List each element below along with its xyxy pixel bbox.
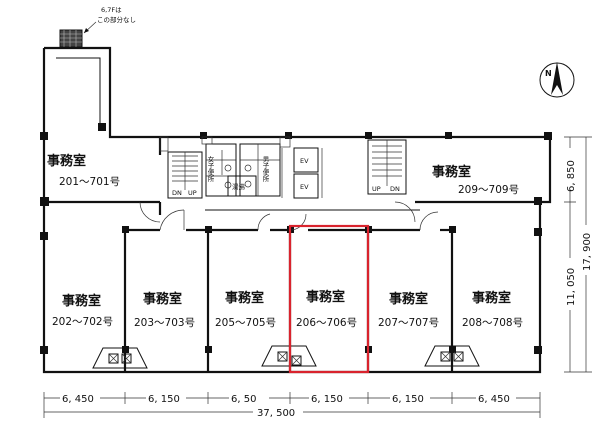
svg-text:202～702号: 202～702号 <box>52 316 113 328</box>
svg-text:事務室: 事務室 <box>306 289 345 305</box>
dim-bottom-5: 6, 150 <box>392 394 424 405</box>
kitchenette-label: 湯沸 <box>232 182 246 191</box>
floor-note: 6,7Fは この部分なし <box>83 6 136 34</box>
dim-bottom-3: 6, 50 <box>231 394 256 405</box>
mens-toilet: 男子便所 <box>239 143 281 197</box>
core-area: DN UP 女子便所 湯沸 男子便所 EV EV <box>159 136 407 199</box>
dim-right-total: 17, 900 <box>582 233 593 271</box>
mens-wc-label: 男子便所 <box>261 156 269 184</box>
compass-letter: N <box>545 69 552 78</box>
north-compass-icon: N <box>539 62 575 98</box>
room-203[interactable]: 事務室 203～703号 <box>134 291 195 329</box>
note-line2: この部分なし <box>97 15 136 24</box>
svg-text:201～701号: 201～701号 <box>59 176 120 188</box>
dim-bottom-1: 6, 450 <box>62 394 94 405</box>
svg-text:207～707号: 207～707号 <box>378 317 439 329</box>
room-208[interactable]: 事務室 208～708号 <box>462 290 523 329</box>
svg-text:事務室: 事務室 <box>62 293 101 309</box>
stair-up-2: UP <box>372 185 381 193</box>
svg-text:事務室: 事務室 <box>225 290 264 306</box>
ev1-label: EV <box>300 157 309 165</box>
dim-right-2: 11, 050 <box>566 268 577 306</box>
elevators: EV EV <box>281 147 323 199</box>
dim-bottom-2: 6, 150 <box>148 394 180 405</box>
room-202[interactable]: 事務室 202～702号 <box>52 293 113 328</box>
room-201[interactable]: 事務室 201～701号 <box>47 153 120 188</box>
room-209[interactable]: 事務室 209～709号 <box>432 164 519 196</box>
note-line1: 6,7Fは <box>101 6 122 14</box>
svg-text:206～706号: 206～706号 <box>296 317 357 329</box>
svg-text:205～705号: 205～705号 <box>215 317 276 329</box>
svg-text:209～709号: 209～709号 <box>458 184 519 196</box>
room-labels: 事務室 201～701号 事務室 209～709号 事務室 202～702号 事… <box>47 153 523 329</box>
room-206[interactable]: 事務室 206～706号 <box>296 289 357 329</box>
stair-up: UP <box>188 189 197 197</box>
dim-total: 37, 500 <box>257 408 295 419</box>
stair-dn-2: DN <box>390 185 400 193</box>
right-stair: UP DN <box>367 139 407 195</box>
dim-bottom-4: 6, 150 <box>311 394 343 405</box>
svg-text:事務室: 事務室 <box>47 153 86 169</box>
svg-text:203～703号: 203～703号 <box>134 317 195 329</box>
room-205[interactable]: 事務室 205～705号 <box>215 290 276 329</box>
vent-symbols <box>92 345 480 369</box>
room-207[interactable]: 事務室 207～707号 <box>378 291 439 329</box>
highlight-room-206[interactable] <box>288 224 370 374</box>
svg-text:208～708号: 208～708号 <box>462 317 523 329</box>
dim-bottom-6: 6, 450 <box>478 394 510 405</box>
right-dimensions: 6, 850 11, 050 17, 900 <box>563 136 593 373</box>
svg-text:事務室: 事務室 <box>432 164 471 180</box>
womens-wc-label: 女子便所 <box>206 155 214 184</box>
door-swings <box>139 201 439 231</box>
stair-dn: DN <box>172 189 182 197</box>
bottom-dimensions: 6, 450 6, 150 6, 50 6, 150 6, 150 6, 450… <box>43 391 541 419</box>
svg-text:事務室: 事務室 <box>143 291 182 307</box>
kitchenette: 湯沸 <box>227 175 257 197</box>
svg-text:事務室: 事務室 <box>472 290 511 306</box>
rooftop-hatch <box>59 29 83 48</box>
ev2-label: EV <box>300 183 309 191</box>
dim-right-1: 6, 850 <box>566 160 577 192</box>
left-stair: DN UP <box>167 151 203 199</box>
svg-text:事務室: 事務室 <box>389 291 428 307</box>
